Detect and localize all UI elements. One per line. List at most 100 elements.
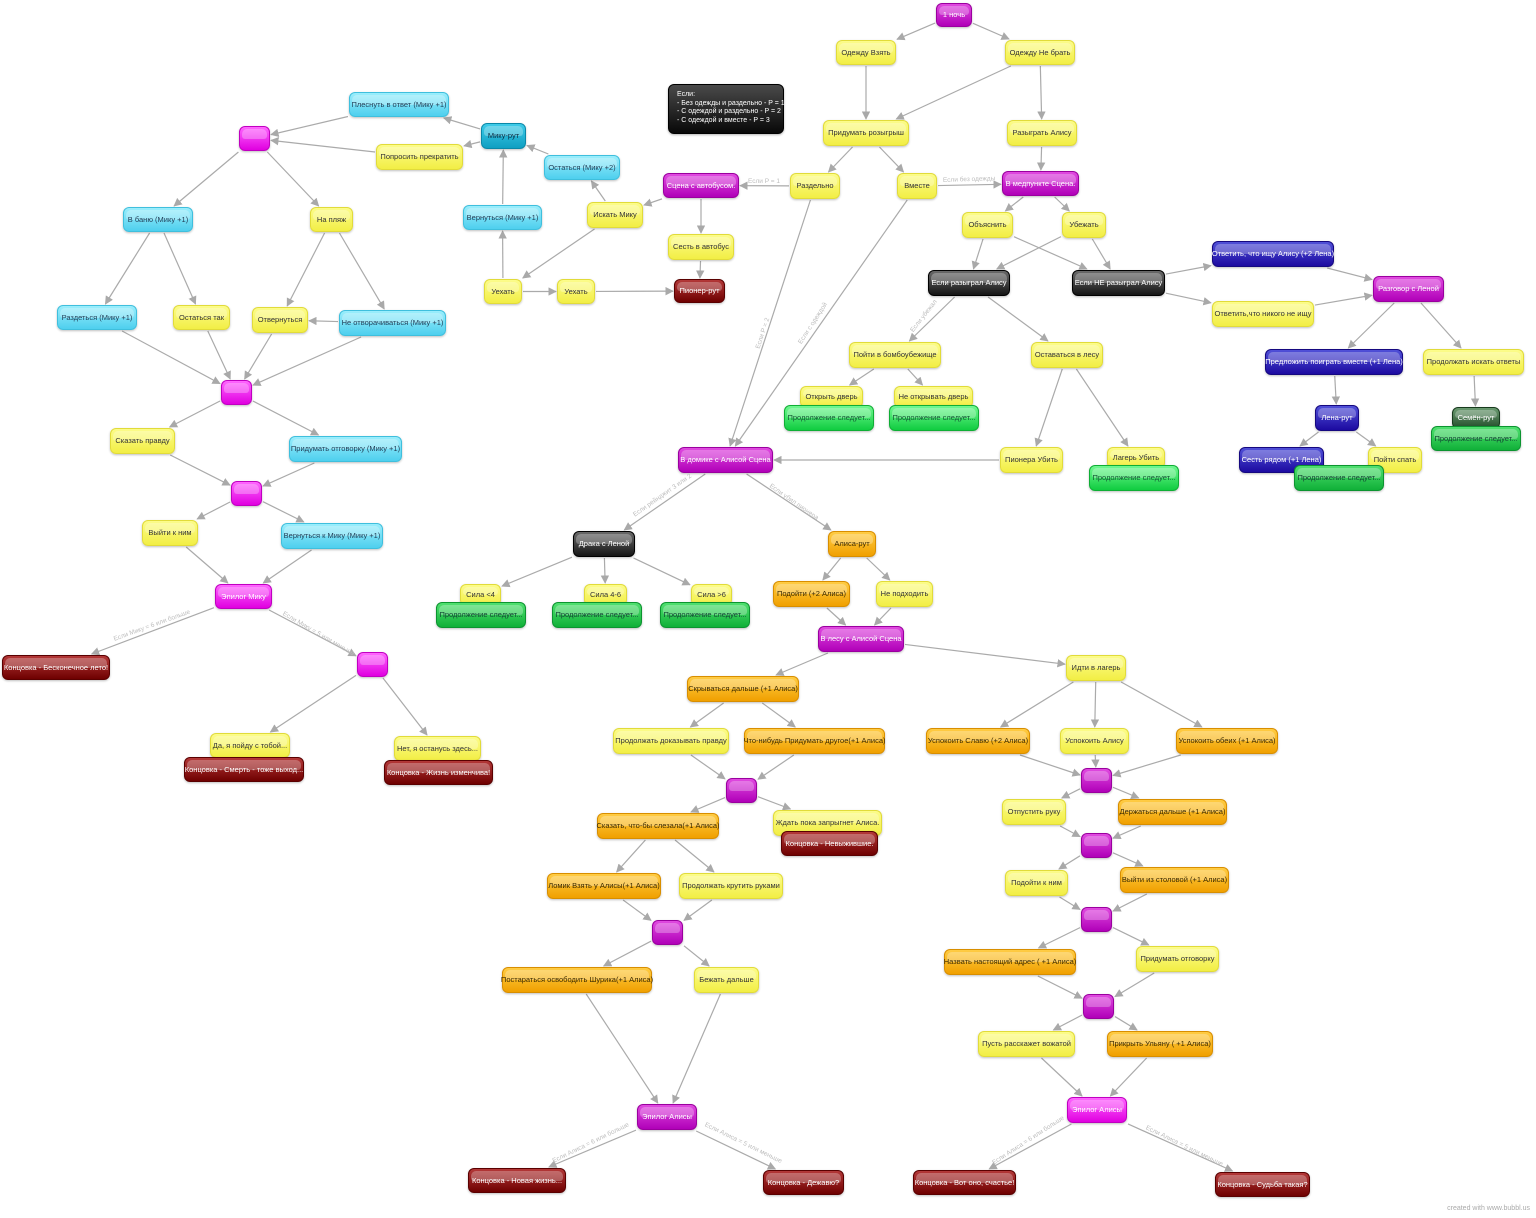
flow-node[interactable]: Придумать отговорку [1136, 946, 1219, 972]
flow-node[interactable]: Выйти из столовой (+1 Алиса) [1120, 867, 1229, 893]
flow-node[interactable]: Успокоить Славю (+2 Алиса) [926, 728, 1030, 754]
flow-node[interactable]: Продолжение следует... [436, 602, 526, 628]
flow-node[interactable]: Продолжение следует... [1294, 465, 1384, 491]
flow-node[interactable]: Лена-рут [1315, 405, 1359, 431]
flow-node[interactable]: Продолжение следует... [784, 405, 874, 431]
flow-node[interactable]: Бежать дальше [694, 967, 759, 993]
flow-node[interactable]: Одежду Не брать [1005, 40, 1075, 65]
flow-node[interactable]: Скрываться дальше (+1 Алиса) [687, 676, 799, 702]
flow-node[interactable]: Продолжение следует... [660, 602, 750, 628]
flow-node[interactable]: В лесу с Алисой Сцена [818, 626, 904, 652]
flow-node[interactable]: Успокоить обеих (+1 Алиса) [1176, 728, 1278, 754]
junction-node[interactable] [357, 652, 388, 677]
flow-node[interactable]: Сесть рядом (+1 Лена) [1239, 447, 1324, 473]
flow-node[interactable]: Искать Мику [587, 202, 643, 228]
junction-node[interactable] [1081, 833, 1112, 858]
flow-node[interactable]: Концовка - Дежавю? [763, 1170, 844, 1195]
flow-node[interactable]: Вернуться к Мику (Мику +1) [281, 523, 383, 549]
flow-node[interactable]: Предложить поиграть вместе (+1 Лена) [1265, 349, 1403, 375]
flow-node[interactable]: Придумать отговорку (Мику +1) [289, 436, 402, 462]
flow-node[interactable]: Подойти к ним [1005, 870, 1068, 896]
flow-node[interactable]: Что-нибудь Придумать другое(+1 Алиса) [744, 728, 886, 754]
flow-node[interactable]: Продолжение следует... [889, 405, 979, 431]
flow-node[interactable]: Не подходить [876, 581, 933, 607]
flow-node[interactable]: Одежду Взять [836, 40, 896, 65]
flow-node[interactable]: Успокоить Алису [1060, 728, 1129, 754]
flow-node[interactable]: Концовка - Смерть - тоже выход... [184, 757, 304, 782]
flow-node[interactable]: Продолжение следует... [1089, 465, 1179, 491]
flow-node[interactable]: Объяснить [962, 212, 1013, 238]
flow-node[interactable]: Сказать, что-бы слезала(+1 Алиса) [597, 813, 720, 839]
flow-node[interactable]: Оставаться в лесу [1031, 342, 1103, 368]
flow-node[interactable]: Ответить,что никого не ищу [1212, 301, 1314, 327]
flow-node[interactable]: Драка с Леной [573, 531, 635, 557]
flow-node[interactable]: Держаться дальше (+1 Алиса) [1118, 799, 1227, 825]
flow-node[interactable]: Разыграть Алису [1007, 120, 1077, 146]
junction-node[interactable] [1083, 994, 1114, 1019]
flow-node[interactable]: Прикрыть Ульяну ( +1 Алиса) [1107, 1031, 1213, 1057]
flow-node[interactable]: Продолжать крутить руками [679, 873, 783, 899]
flow-node[interactable]: Нет, я останусь здесь... [394, 736, 481, 761]
junction-node[interactable] [1081, 768, 1112, 793]
flow-node[interactable]: Продолжение следует... [1431, 426, 1521, 451]
flow-node[interactable]: Вместе [897, 173, 937, 199]
flow-node[interactable]: Если разыграл Алису [928, 270, 1010, 296]
flow-node[interactable]: Сцена с автобусом. [663, 173, 739, 198]
flow-node[interactable]: Уехать [484, 279, 522, 304]
flow-node[interactable]: Эпилог Алисы [1067, 1097, 1127, 1123]
flow-node[interactable]: Раздеться (Мику +1) [57, 305, 137, 330]
flow-node[interactable]: В баню (Мику +1) [123, 207, 193, 232]
junction-node[interactable] [652, 920, 683, 945]
flow-node[interactable]: Отпустить руку [1002, 799, 1066, 825]
flow-node[interactable]: Концовка - Бесконечное лето! [2, 655, 110, 680]
flow-node[interactable]: Не отворачиваться (Мику +1) [339, 310, 446, 336]
flow-node[interactable]: Пионера Убить [1000, 447, 1063, 473]
junction-node[interactable] [726, 778, 757, 803]
flow-node[interactable]: Пойти в бомбоубежище [849, 342, 941, 368]
flow-node[interactable]: Концовка - Судьба такая? [1215, 1172, 1310, 1197]
flow-node[interactable]: В домике с Алисой Сцена [678, 447, 773, 473]
flow-node[interactable]: Пойти спать [1368, 447, 1422, 473]
flow-node[interactable]: Разговор с Леной [1373, 276, 1444, 302]
flow-node[interactable]: Пионер-рут [674, 279, 725, 303]
flow-node[interactable]: Пусть расскажет вожатой [978, 1031, 1075, 1057]
flow-node[interactable]: Уехать [557, 279, 595, 304]
flow-node[interactable]: Если НЕ разыграл Алису [1072, 270, 1165, 296]
flow-node[interactable]: Выйти к ним [142, 520, 198, 546]
flow-node[interactable]: Концовка - Вот оно, счастье! [913, 1170, 1016, 1195]
flow-node[interactable]: Отвернуться [252, 307, 308, 333]
junction-node[interactable] [239, 126, 270, 151]
flow-node[interactable]: Назвать настоящий адрес ( +1 Алиса) [944, 949, 1076, 975]
flow-node[interactable]: Эпилог Мику [215, 584, 272, 609]
junction-node[interactable] [1081, 907, 1112, 932]
flow-node[interactable]: Концовка - Невыжившие. [781, 831, 878, 856]
flow-node[interactable]: Попросить прекратить [376, 144, 463, 170]
flow-node[interactable]: Продолжение следует... [552, 602, 642, 628]
flow-node[interactable]: Сесть в автобус [668, 234, 734, 260]
flow-node[interactable]: Постараться освободить Шурика(+1 Алиса) [501, 967, 653, 993]
flow-node[interactable]: Ответить, что ищу Алису (+2 Лена) [1212, 241, 1334, 267]
flow-node[interactable]: Да, я пойду с тобой... [210, 733, 290, 758]
junction-node[interactable] [221, 380, 252, 405]
flow-node[interactable]: Подойти (+2 Алиса) [773, 581, 850, 607]
flow-node[interactable]: Идти в лагерь [1066, 655, 1126, 681]
flow-node[interactable]: Продолжать доказывать правду [613, 728, 729, 754]
flow-node[interactable]: Убежать [1062, 212, 1106, 238]
flow-node[interactable]: В медпункте Сцена. [1002, 171, 1079, 196]
flow-node[interactable]: Концовка - Новая жизнь... [468, 1168, 566, 1193]
flow-node[interactable]: 1 ночь [936, 3, 972, 27]
junction-node[interactable] [231, 481, 262, 506]
flow-node[interactable]: Вернуться (Мику +1) [463, 205, 542, 230]
flow-node[interactable]: Сказать правду [110, 428, 175, 454]
flow-node[interactable]: Сила <4 [460, 584, 501, 606]
flow-node[interactable]: Алиса-рут [828, 531, 876, 557]
flow-node[interactable]: Плеснуть в ответ (Мику +1) [349, 92, 449, 117]
flow-node[interactable]: Остаться так [173, 305, 230, 330]
flow-node[interactable]: Придумать розыгрыш [823, 120, 909, 146]
flow-node[interactable]: Концовка - Жизнь изменчива! [384, 760, 493, 785]
flow-node[interactable]: На пляж [310, 207, 353, 232]
flow-node[interactable]: Продолжать искать ответы [1423, 349, 1524, 375]
flow-node[interactable]: Остаться (Мику +2) [544, 155, 620, 180]
flow-node[interactable]: Раздельно [790, 173, 840, 199]
flow-node[interactable]: Мику-рут [481, 123, 526, 149]
